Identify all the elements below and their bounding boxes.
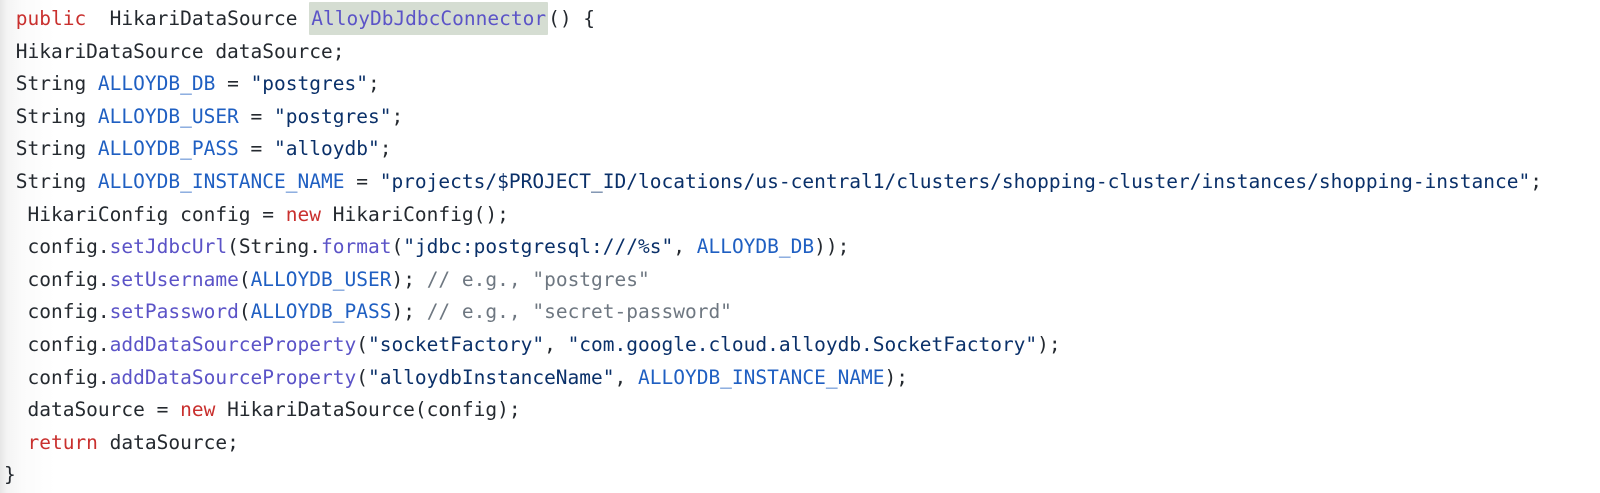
code-token-str: "postgres" <box>250 72 368 96</box>
code-token-pl: dataSource; <box>97 430 239 454</box>
code-line: public HikariDataSource AlloyDbJdbcConne… <box>4 2 1600 36</box>
code-line: dataSource = new HikariDataSource(config… <box>4 394 1600 427</box>
code-line: String ALLOYDB_USER = "postgres"; <box>4 101 1600 134</box>
code-token-pl: config. <box>4 332 110 356</box>
code-line: config.setUsername(ALLOYDB_USER); // e.g… <box>4 264 1600 297</box>
code-token-cn: ALLOYDB_PASS <box>250 300 392 324</box>
code-token-pl: ( <box>238 267 251 291</box>
code-token-pl <box>4 7 16 30</box>
code-token-pl: HikariDataSource(config); <box>215 398 521 422</box>
code-token-pl: ; <box>1530 169 1542 193</box>
code-token-str: "jdbc:postgresql:///%s" <box>403 235 674 259</box>
code-token-pl: = <box>344 169 380 193</box>
code-token-pl: () { <box>548 7 596 30</box>
code-token-pl: , <box>544 332 568 356</box>
code-token-str: "alloydbInstanceName" <box>367 365 615 389</box>
code-token-fn: setPassword <box>109 300 239 324</box>
code-token-fn: addDataSourceProperty <box>109 332 357 356</box>
code-token-pl: dataSource = <box>4 398 181 422</box>
code-token-str: "postgres" <box>274 104 392 128</box>
code-token-pl: config. <box>4 300 110 324</box>
code-token-cn: ALLOYDB_INSTANCE_NAME <box>97 169 345 193</box>
code-line: String ALLOYDB_PASS = "alloydb"; <box>4 133 1600 166</box>
code-token-pl: ; <box>379 137 392 161</box>
code-token-cn: ALLOYDB_USER <box>250 267 392 291</box>
code-token-pl: ( <box>238 300 251 324</box>
code-token-cn: ALLOYDB_USER <box>97 104 239 128</box>
code-token-kw: new <box>180 398 216 422</box>
code-token-pl: config. <box>4 267 110 291</box>
code-token-kw: public <box>15 7 87 30</box>
code-token-pl: HikariDataSource <box>86 7 310 30</box>
code-token-pl: String <box>4 137 98 161</box>
code-token-pl: ( <box>356 332 368 356</box>
code-token-pl: HikariConfig config = <box>4 202 286 226</box>
code-token-cn: ALLOYDB_PASS <box>97 137 239 161</box>
code-token-pl: , <box>614 365 638 389</box>
highlighted-token: AlloyDbJdbcConnector <box>309 2 549 35</box>
code-token-cn: ALLOYDB_INSTANCE_NAME <box>638 365 885 389</box>
code-token-pl: ; <box>391 104 404 128</box>
code-token-str: "com.google.cloud.alloydb.SocketFactory" <box>567 332 1038 356</box>
code-token-fn: setJdbcUrl <box>109 235 228 259</box>
code-token-cn: ALLOYDB_DB <box>696 235 815 259</box>
code-token-cm: // e.g., "secret-password" <box>426 300 732 324</box>
code-line: String ALLOYDB_INSTANCE_NAME = "projects… <box>4 166 1600 199</box>
code-token-fn: setUsername <box>109 267 239 291</box>
code-token-str: "alloydb" <box>274 137 380 161</box>
code-line: return dataSource; <box>4 427 1600 460</box>
code-token-str: "projects/$PROJECT_ID/locations/us-centr… <box>379 169 1531 193</box>
code-token-pl: = <box>238 104 275 128</box>
code-token-pl: (String. <box>227 235 321 259</box>
code-token-pl: , <box>673 235 697 259</box>
code-token-fn: addDataSourceProperty <box>109 365 357 389</box>
code-token-pl: config. <box>4 235 110 259</box>
code-token-pl: String <box>4 72 98 96</box>
code-token-pl: )); <box>814 235 850 259</box>
code-token-kw: return <box>27 430 98 454</box>
code-token-kw: new <box>285 202 321 226</box>
code-token-pl: ( <box>356 365 368 389</box>
code-line: config.addDataSourceProperty("alloydbIns… <box>4 362 1600 395</box>
code-token-pl: ( <box>391 235 404 259</box>
code-token-pl: ); <box>391 267 427 291</box>
code-line: } <box>4 459 1600 492</box>
code-token-fn: format <box>321 235 392 259</box>
code-token-str: "socketFactory" <box>367 332 545 356</box>
code-line: HikariConfig config = new HikariConfig()… <box>4 199 1600 232</box>
code-token-pl: config. <box>4 365 110 389</box>
code-token-pl: = <box>238 137 275 161</box>
code-token-pl: ); <box>391 300 427 324</box>
code-line: config.addDataSourceProperty("socketFact… <box>4 329 1600 362</box>
code-token-pl: } <box>4 463 16 487</box>
code-token-cm: // e.g., "postgres" <box>426 267 650 291</box>
code-line: config.setJdbcUrl(String.format("jdbc:po… <box>4 231 1600 264</box>
code-token-pl: ); <box>1037 332 1061 356</box>
code-token-pl: HikariConfig(); <box>321 202 509 226</box>
code-token-pl: String <box>4 104 98 128</box>
code-token-cn: ALLOYDB_DB <box>97 72 216 96</box>
code-token-pl: ); <box>884 365 909 389</box>
code-token-pl: ; <box>367 72 380 96</box>
code-token-pl: = <box>215 72 251 96</box>
code-token-pl: String <box>4 169 98 193</box>
code-token-pl <box>4 431 27 454</box>
code-line: String ALLOYDB_DB = "postgres"; <box>4 68 1600 101</box>
code-line: config.setPassword(ALLOYDB_PASS); // e.g… <box>4 296 1600 329</box>
code-line: HikariDataSource dataSource; <box>4 36 1600 69</box>
code-token-pl: HikariDataSource dataSource; <box>4 39 345 63</box>
